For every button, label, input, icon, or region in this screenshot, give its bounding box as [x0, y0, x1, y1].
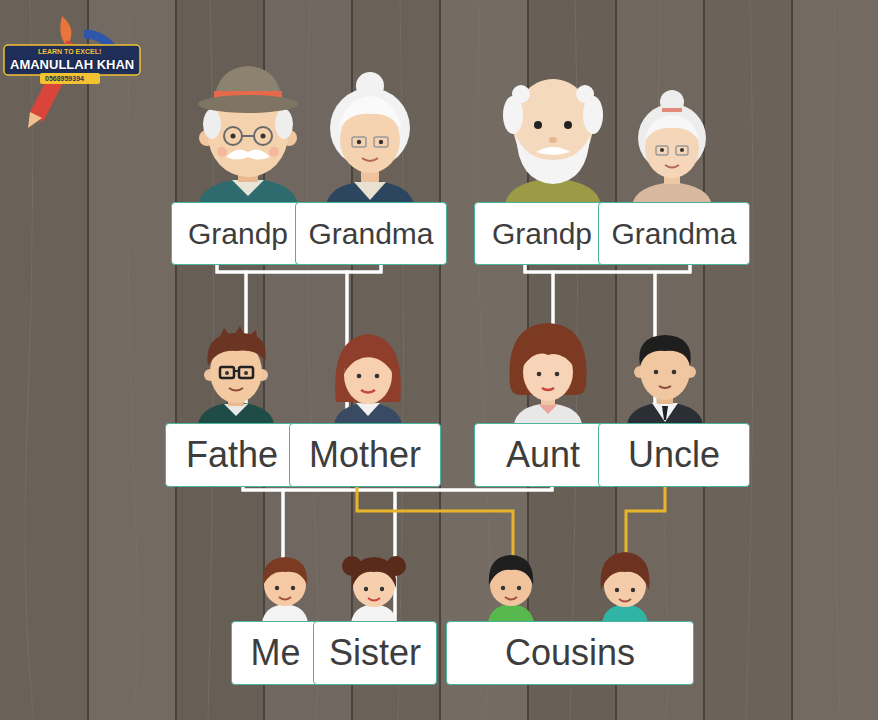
logo [4, 16, 140, 128]
child-figure [601, 552, 650, 623]
member-name: Sister [329, 635, 421, 671]
grandpa-figure [503, 79, 603, 206]
family-member-box: Mother [289, 423, 441, 487]
family-member-box: Me [231, 621, 320, 685]
family-member-box: Fathe [165, 423, 299, 487]
family-member-box: Sister [313, 621, 437, 685]
family-member-box: Cousins [446, 621, 694, 685]
family-member-box: Grandma [598, 202, 750, 265]
uncle-figure [627, 335, 703, 425]
member-name: Me [250, 635, 300, 671]
member-name: Aunt [506, 437, 580, 473]
father-figure [198, 326, 274, 425]
child-figure [262, 557, 308, 623]
family-member-box: Aunt [474, 423, 612, 487]
family-line [283, 487, 552, 621]
family-member-box: Uncle [598, 423, 750, 487]
member-name: Cousins [505, 635, 635, 671]
family-member-box: Grandp [171, 202, 305, 265]
member-name: Grandp [492, 219, 592, 249]
family-member-box: Grandp [474, 202, 610, 265]
grandma-figure [326, 72, 414, 206]
member-name: Uncle [628, 437, 720, 473]
aunt-figure [509, 323, 586, 425]
logo-text: LEARN TO EXCEL! [38, 48, 101, 55]
child-figure [342, 556, 406, 623]
member-name: Grandp [188, 219, 288, 249]
member-name: Grandma [611, 219, 736, 249]
family-member-box: Grandma [295, 202, 447, 265]
member-name: Grandma [308, 219, 433, 249]
grandma-figure [632, 90, 712, 206]
family-line [243, 487, 395, 621]
child-figure [488, 555, 534, 623]
logo-text: AMANULLAH KHAN [10, 58, 134, 71]
grandpa-figure [198, 66, 298, 206]
member-name: Mother [309, 437, 421, 473]
member-name: Fathe [186, 437, 278, 473]
logo-text: 0568959394 [45, 75, 84, 82]
family-line [395, 487, 552, 621]
mother-figure [334, 334, 402, 425]
